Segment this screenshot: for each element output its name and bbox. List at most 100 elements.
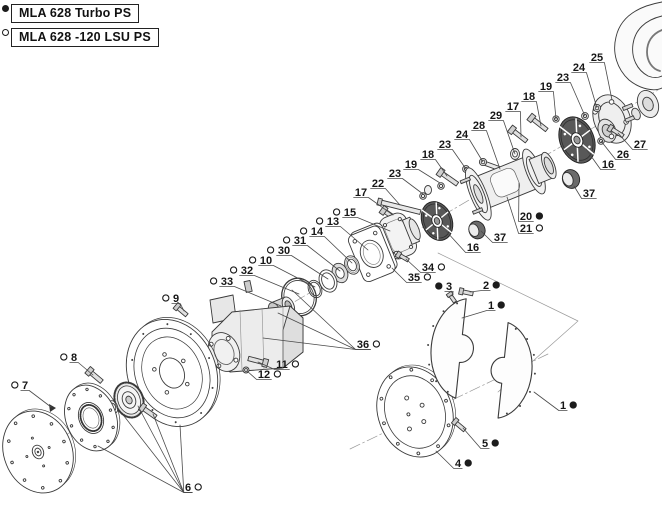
part-number: 30 <box>278 245 290 257</box>
engine-part <box>614 1 662 121</box>
leader-line <box>405 258 436 273</box>
part-label-13: 13 <box>315 216 369 251</box>
part-label-11: 11 <box>257 359 300 371</box>
part-label-28: 28 <box>471 120 501 170</box>
part-label-8: 8 <box>60 352 94 376</box>
part-number: 11 <box>276 359 288 371</box>
part-label-35: 35 <box>391 267 432 284</box>
leader-line <box>325 226 369 251</box>
part-label-29: 29 <box>488 110 516 155</box>
part-label-24: 24 <box>454 129 484 163</box>
leader-line <box>403 169 441 184</box>
part-number: 5 <box>482 438 488 450</box>
part-label-34: 34 <box>405 258 446 274</box>
part-label-18: 18 <box>521 91 542 127</box>
part-number: 20 <box>520 211 532 223</box>
filled-dot-marker <box>2 5 9 12</box>
coupling-disc-right-part <box>558 116 596 164</box>
open-dot-marker <box>248 256 257 264</box>
variant-box-lsu: MLA 628 -120 LSU PS <box>11 28 159 47</box>
part-number: 18 <box>422 149 434 161</box>
part-label-20: 20 <box>518 182 544 223</box>
leader-line <box>171 303 185 312</box>
open-dot-marker <box>423 273 432 281</box>
filled-dot-marker <box>569 401 577 409</box>
open-dot-marker <box>229 266 238 274</box>
variant-row-turbo: MLA 628 Turbo PS <box>2 4 159 23</box>
flex-plate-right-part <box>490 322 536 419</box>
part-label-12: 12 <box>246 369 282 381</box>
variant-row-lsu: MLA 628 -120 LSU PS <box>2 28 159 47</box>
leader-line <box>435 450 463 469</box>
part-number: 17 <box>507 101 519 113</box>
part-label-14: 14 <box>299 226 353 264</box>
part-label-31: 31 <box>282 235 341 272</box>
open-dot-marker <box>291 360 300 368</box>
part-number: 27 <box>634 139 646 151</box>
part-label-23: 23 <box>387 168 424 195</box>
part-number: 10 <box>260 255 272 267</box>
leader-line <box>258 265 316 288</box>
variant-legend: MLA 628 Turbo PS MLA 628 -120 LSU PS <box>2 4 159 52</box>
part-label-36: 36 <box>262 289 381 351</box>
part-label-17: 17 <box>353 187 394 216</box>
open-dot-marker <box>535 224 544 232</box>
leader-line <box>309 236 353 264</box>
gear-part <box>113 381 145 419</box>
part-label-5: 5 <box>462 427 499 450</box>
part-label-4: 4 <box>435 450 472 470</box>
part-number: 14 <box>311 226 324 238</box>
open-dot-marker <box>194 483 202 491</box>
part-number: 16 <box>602 159 614 171</box>
leader-line <box>69 362 94 376</box>
seal-ring-parts <box>307 255 360 299</box>
filled-dot-marker <box>435 282 443 290</box>
part-label-27: 27 <box>617 132 648 151</box>
leader-line <box>292 245 341 272</box>
part-number: 32 <box>241 265 253 277</box>
variant-box-turbo: MLA 628 Turbo PS <box>11 4 140 23</box>
part-number: 18 <box>523 91 535 103</box>
leader-line <box>521 101 542 127</box>
part-number: 15 <box>344 207 356 219</box>
leader-line <box>391 267 422 283</box>
part-number: 23 <box>439 139 451 151</box>
leader-line <box>573 185 597 199</box>
part-number: 24 <box>456 129 469 141</box>
part-label-17: 17 <box>505 101 522 138</box>
open-dot-marker <box>299 227 308 235</box>
open-dot-marker <box>11 381 19 389</box>
filled-dot-marker <box>464 459 472 467</box>
open-dot-marker <box>282 236 291 244</box>
leader-line <box>342 217 391 232</box>
leader-line <box>469 290 491 293</box>
part-label-1: 1 <box>533 391 577 412</box>
part-number: 13 <box>327 216 339 228</box>
part-number: 16 <box>467 242 479 254</box>
part-number: 24 <box>573 62 586 74</box>
leader-line <box>571 72 598 109</box>
leader-line <box>480 230 508 243</box>
variant-label-turbo: MLA 628 Turbo PS <box>19 6 132 20</box>
part-number: 19 <box>540 81 552 93</box>
drive-housing-part <box>459 148 557 221</box>
part-number: 19 <box>405 159 417 171</box>
leader-line <box>585 148 616 170</box>
part-number: 22 <box>372 178 384 190</box>
leader-line <box>471 130 501 170</box>
part-number: 23 <box>557 72 569 84</box>
leader-arrowhead <box>49 404 56 412</box>
leader-line <box>617 132 648 150</box>
leader-line <box>506 196 534 234</box>
part-label-6: 6 <box>97 405 202 494</box>
part-label-33: 33 <box>209 276 282 307</box>
leader-line <box>276 255 329 280</box>
part-label-7: 7 <box>11 380 52 408</box>
part-number: 1 <box>488 300 494 312</box>
leader-line <box>353 197 394 216</box>
leader-line <box>179 424 193 493</box>
filled-dot-marker <box>535 212 544 220</box>
leader-line <box>488 120 516 155</box>
